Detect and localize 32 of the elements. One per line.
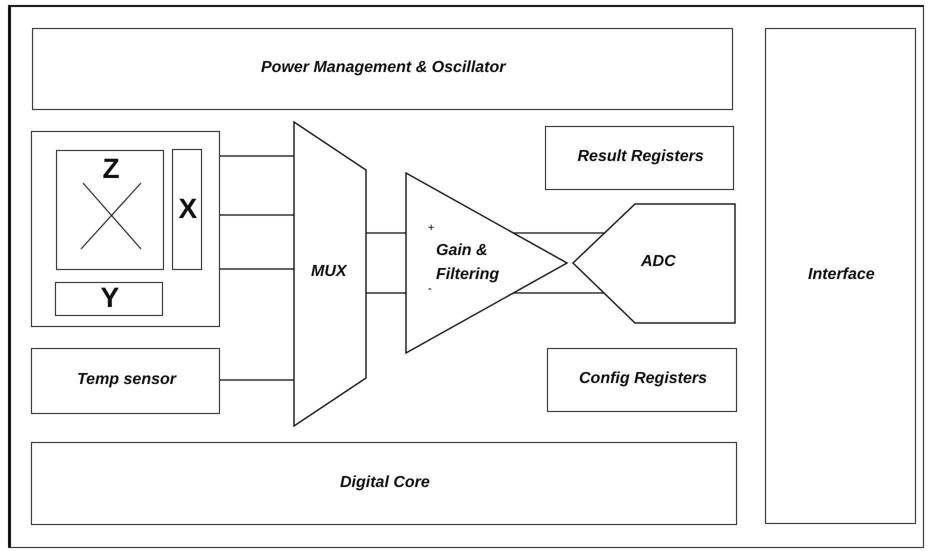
sensor-block bbox=[31, 131, 220, 327]
block-label: Config Registers bbox=[579, 370, 708, 388]
axis-block bbox=[55, 282, 163, 316]
signal-line bbox=[220, 155, 294, 157]
signal-line bbox=[366, 232, 406, 234]
block-label: Temp sensor bbox=[77, 371, 176, 389]
signal-line bbox=[220, 379, 294, 381]
sensor-block bbox=[31, 348, 220, 414]
block-label: ADC bbox=[641, 253, 676, 271]
signal-line bbox=[366, 292, 406, 294]
block-label: Interface bbox=[808, 266, 875, 284]
polarity-sign: - bbox=[428, 283, 432, 295]
block-label: MUX bbox=[311, 263, 347, 281]
signal-line bbox=[220, 214, 294, 216]
register-block bbox=[547, 348, 737, 412]
polarity-sign: + bbox=[428, 222, 434, 234]
signal-line bbox=[513, 292, 604, 294]
axis-label: Y bbox=[100, 282, 120, 314]
axis-label: X bbox=[178, 192, 198, 224]
block-label: Gain & Filtering bbox=[436, 241, 500, 285]
power-block bbox=[32, 28, 733, 110]
axis-block bbox=[172, 149, 202, 270]
block-label: Result Registers bbox=[578, 148, 704, 166]
axis-block bbox=[56, 150, 164, 270]
signal-line bbox=[220, 268, 294, 270]
axis-label: Z bbox=[102, 153, 120, 185]
signal-line bbox=[513, 232, 605, 234]
interface-block bbox=[765, 28, 916, 524]
block-label: Power Management & Oscillator bbox=[261, 59, 506, 77]
block-label: Digital Core bbox=[340, 474, 430, 492]
register-block bbox=[545, 126, 734, 190]
core-block bbox=[31, 442, 737, 525]
